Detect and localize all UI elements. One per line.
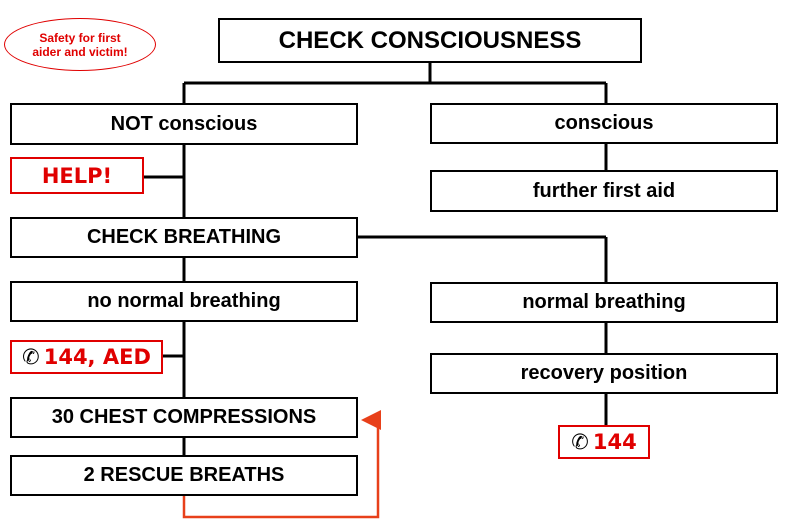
phone-icon: ✆: [22, 345, 40, 369]
conscious-label: conscious: [554, 112, 654, 134]
rescue-breaths-box: 2 RESCUE BREATHS: [10, 455, 358, 496]
help-label: HELP!: [41, 163, 113, 188]
phone-icon: ✆: [571, 430, 589, 454]
no-normal-breathing-box: no normal breathing: [10, 281, 358, 322]
check-consciousness-label: CHECK CONSCIOUSNESS: [278, 26, 582, 54]
check-consciousness-box: CHECK CONSCIOUSNESS: [218, 18, 642, 63]
safety-note-line2: aider and victim!: [32, 44, 128, 59]
call-144-box: ✆ 144: [558, 425, 650, 459]
check-breathing-box: CHECK BREATHING: [10, 217, 358, 258]
check-breathing-label: CHECK BREATHING: [86, 226, 282, 248]
normal-breathing-label: normal breathing: [522, 291, 686, 313]
loop-arrow: [182, 410, 381, 519]
not-conscious-label: NOT conscious: [110, 112, 258, 135]
safety-note: Safety for first aider and victim!: [4, 18, 156, 71]
chest-compressions-box: 30 CHEST COMPRESSIONS: [10, 397, 358, 438]
rescue-breaths-label: 2 RESCUE BREATHS: [83, 464, 285, 486]
normal-breathing-box: normal breathing: [430, 282, 778, 323]
recovery-position-box: recovery position: [430, 353, 778, 394]
further-first-aid-label: further first aid: [532, 179, 676, 202]
call-aed-box: ✆ 144, AED: [10, 340, 163, 374]
further-first-aid-box: further first aid: [430, 170, 778, 212]
recovery-position-label: recovery position: [520, 362, 688, 384]
chest-compressions-label: 30 CHEST COMPRESSIONS: [51, 406, 317, 428]
call-aed-label: 144, AED: [43, 345, 151, 369]
no-normal-breathing-label: no normal breathing: [87, 290, 281, 312]
safety-note-line1: Safety for first: [39, 30, 121, 45]
call-144-label: 144: [592, 430, 637, 454]
not-conscious-box: NOT conscious: [10, 103, 358, 145]
help-box: HELP!: [10, 157, 144, 194]
conscious-box: conscious: [430, 103, 778, 144]
